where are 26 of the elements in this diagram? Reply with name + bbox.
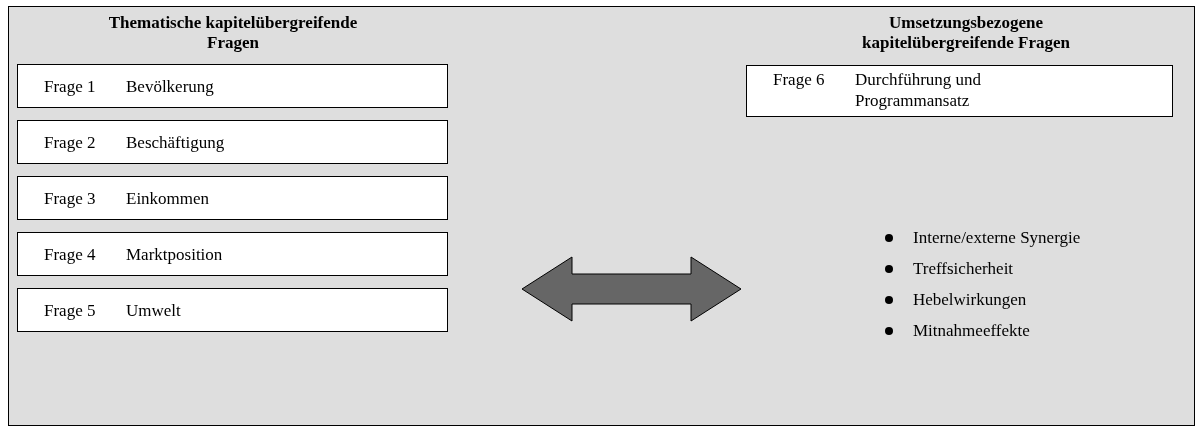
question-topic: Marktposition [126, 244, 224, 265]
question-number: Frage 6 [773, 69, 825, 90]
question-topic: Bevölkerung [126, 76, 215, 97]
question-number: Frage 3 [44, 188, 96, 209]
bullet-item: Treffsicherheit [913, 259, 1014, 279]
question-box [17, 288, 448, 332]
group-heading: Umsetzungsbezogene kapitelübergreifende Fragen [861, 13, 1071, 53]
bullet-item: Hebelwirkungen [913, 290, 1027, 310]
question-number: Frage 5 [44, 300, 96, 321]
group-heading: Thematische kapitelübergreifende Fragen [107, 13, 359, 53]
diagram-panel [8, 6, 1195, 426]
question-number: Frage 4 [44, 244, 96, 265]
question-number: Frage 2 [44, 132, 96, 153]
question-topic: Durchführung und Programmansatz [855, 69, 983, 111]
question-topic: Beschäftigung [126, 132, 226, 153]
question-number: Frage 1 [44, 76, 96, 97]
question-box [17, 232, 448, 276]
question-box [17, 176, 448, 220]
question-box [746, 65, 1173, 117]
question-box [17, 64, 448, 108]
question-topic: Einkommen [126, 188, 211, 209]
bullet-item: Interne/externe Synergie [913, 228, 1081, 248]
bullet-item: Mitnahmeeffekte [913, 321, 1030, 341]
double-arrow [521, 256, 742, 322]
question-topic: Umwelt [126, 300, 182, 321]
question-box [17, 120, 448, 164]
